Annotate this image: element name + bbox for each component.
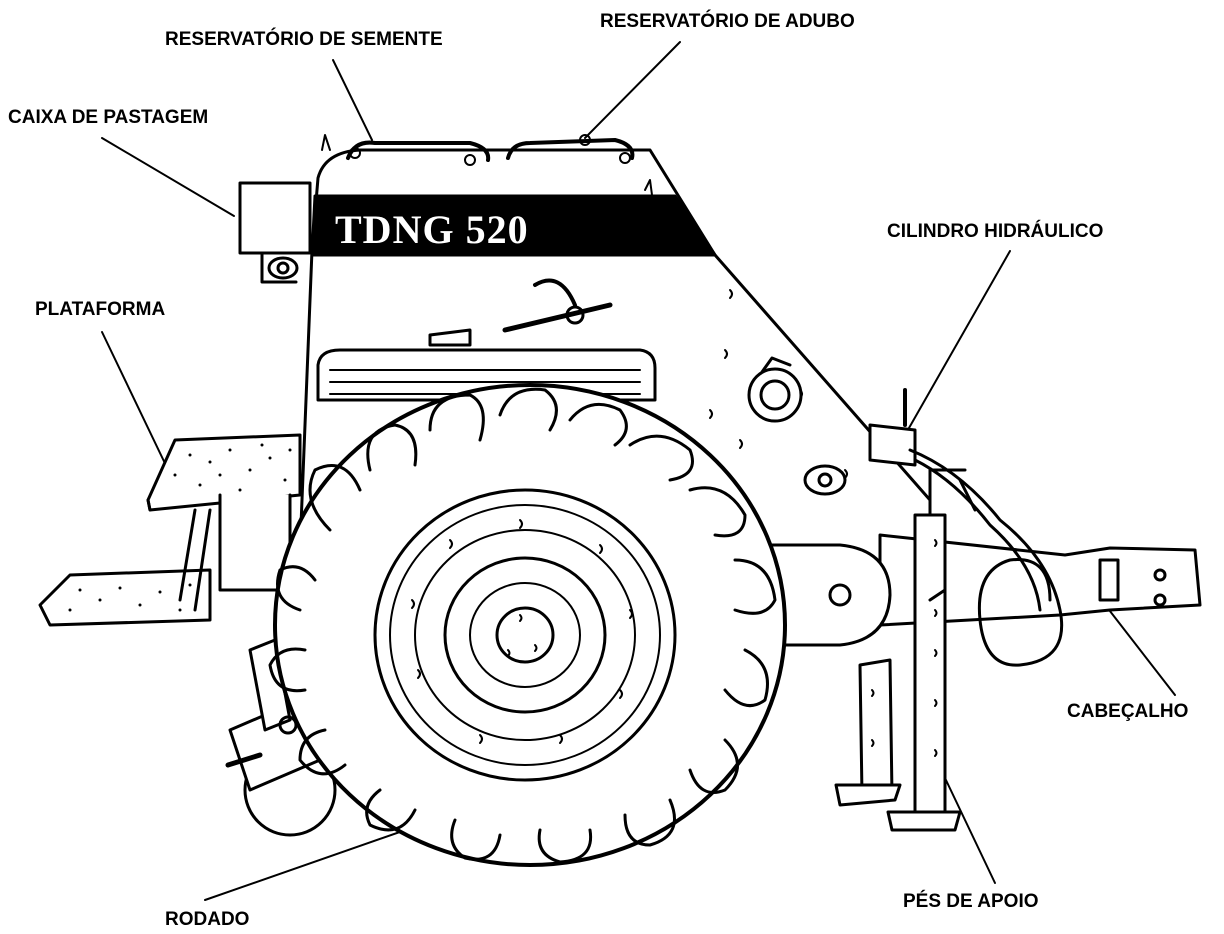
- model-band: [310, 194, 717, 257]
- pivot-arm: [758, 543, 892, 647]
- label-platform: PLATAFORMA: [35, 299, 166, 320]
- leader-platform: [101, 331, 173, 479]
- label-support-feet: PÉS DE APOIO: [903, 891, 1039, 912]
- label-wheel: RODADO: [165, 909, 250, 930]
- platform: [38, 433, 302, 627]
- label-drawbar: CABEÇALHO: [1067, 701, 1189, 722]
- depth-wheel: [225, 638, 337, 837]
- fertilizer-hopper-lid: [506, 138, 635, 160]
- model-label: TDNG 520: [335, 207, 529, 252]
- label-fertilizer-hopper: RESERVATÓRIO DE ADUBO: [600, 11, 855, 32]
- hydraulic-cylinder: [868, 388, 1064, 667]
- leader-pasture-box: [101, 137, 235, 217]
- leader-hydraulic-cylinder: [904, 250, 1011, 436]
- main-wheel: [268, 383, 787, 867]
- leader-lines: [101, 41, 1176, 901]
- leader-support-feet: [944, 777, 996, 884]
- label-hydraulic-cylinder: CILINDRO HIDRÁULICO: [887, 221, 1104, 242]
- support-feet: [834, 468, 967, 832]
- leader-seed-hopper: [332, 59, 373, 141]
- label-pasture-box: CAIXA DE PASTAGEM: [8, 107, 209, 128]
- label-seed-hopper: RESERVATÓRIO DE SEMENTE: [165, 29, 443, 50]
- pasture-box: [238, 181, 312, 284]
- leader-fertilizer-hopper: [584, 41, 681, 139]
